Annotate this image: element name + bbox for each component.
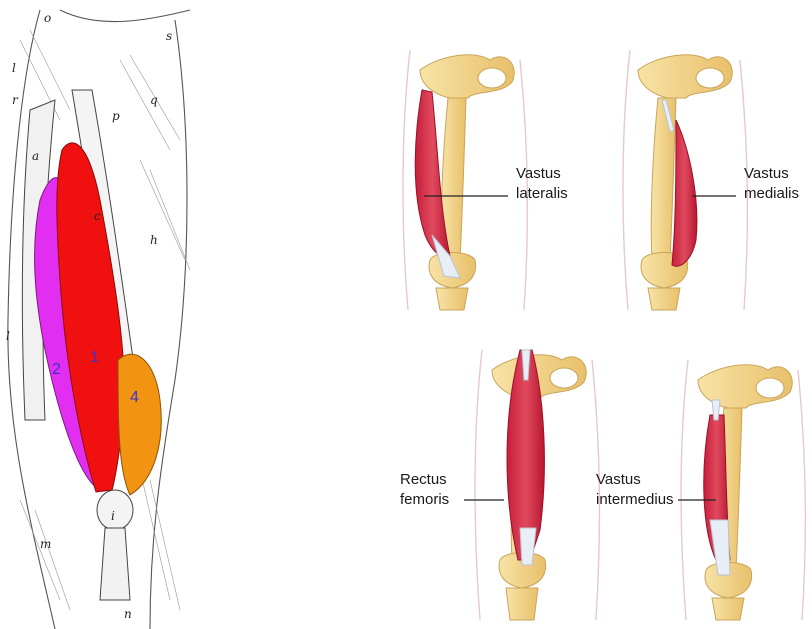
quadriceps-figures: Vastus lateralis Vastus medialis Rectus … [380, 20, 812, 629]
patella-shape [97, 490, 133, 530]
label-letter-r: r [12, 93, 19, 107]
label-letter-h: h [150, 233, 158, 247]
label-letter-p: p [112, 109, 120, 123]
label-vastus-medialis-line1: Vastus [744, 165, 789, 182]
label-letter-l-mid: l [6, 329, 10, 343]
figure-vastus-intermedius: Vastus intermedius [596, 360, 805, 620]
muscle-number-1: 1 [90, 349, 99, 366]
patellar-tendon [100, 528, 130, 600]
figure-vastus-medialis: Vastus medialis [623, 50, 799, 310]
label-vastus-intermedius-line2: intermedius [596, 491, 674, 508]
muscle-number-4: 4 [130, 389, 139, 406]
label-vastus-medialis-line2: medialis [744, 185, 799, 202]
engraving-illustration: o s l r p q a c h l i m n 1 2 4 [0, 0, 200, 629]
label-vastus-lateralis-line1: Vastus [516, 165, 561, 182]
label-letter-s: s [166, 29, 172, 43]
label-letter-o: o [44, 11, 51, 25]
figure-vastus-lateralis: Vastus lateralis [403, 50, 568, 310]
label-letter-q: q [150, 93, 158, 107]
label-letter-a: a [32, 149, 39, 163]
label-rectus-femoris-line1: Rectus [400, 471, 447, 488]
figure-rectus-femoris: Rectus femoris [400, 350, 599, 620]
label-letter-m: m [40, 537, 51, 551]
label-letter-n: n [124, 607, 132, 621]
muscle-1-shape [57, 143, 125, 492]
muscle-number-2: 2 [52, 361, 61, 378]
label-letter-c: c [94, 209, 101, 223]
label-rectus-femoris-line2: femoris [400, 491, 449, 508]
muscle-4-shape [118, 354, 161, 495]
label-letter-i: i [111, 509, 115, 523]
label-vastus-lateralis-line2: lateralis [516, 185, 568, 202]
label-vastus-intermedius-line1: Vastus [596, 471, 641, 488]
label-letter-l-top: l [12, 61, 16, 75]
